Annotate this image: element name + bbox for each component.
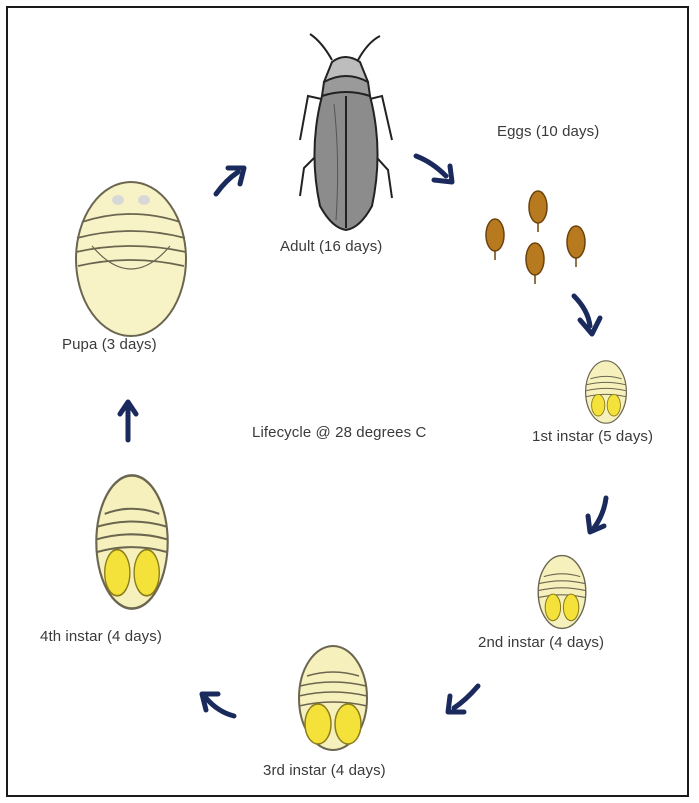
instar2-label: 2nd instar (4 days) [478,634,604,651]
adult-label: Adult (16 days) [280,238,382,255]
nymph-icon [299,646,367,750]
pupa-icon [76,182,186,336]
pupa-label: Pupa (3 days) [62,336,157,353]
nymph-icon [538,556,586,629]
instar4-label: 4th instar (4 days) [40,628,162,645]
nymph-icon [586,361,627,423]
egg-icon [486,191,585,284]
center-caption: Lifecycle @ 28 degrees C [252,424,426,441]
instar3-label: 3rd instar (4 days) [263,762,386,779]
instar1-label: 1st instar (5 days) [532,428,653,445]
adult-insect-icon [300,34,392,230]
nymph-icon [96,475,167,608]
eggs-label: Eggs (10 days) [497,123,599,140]
